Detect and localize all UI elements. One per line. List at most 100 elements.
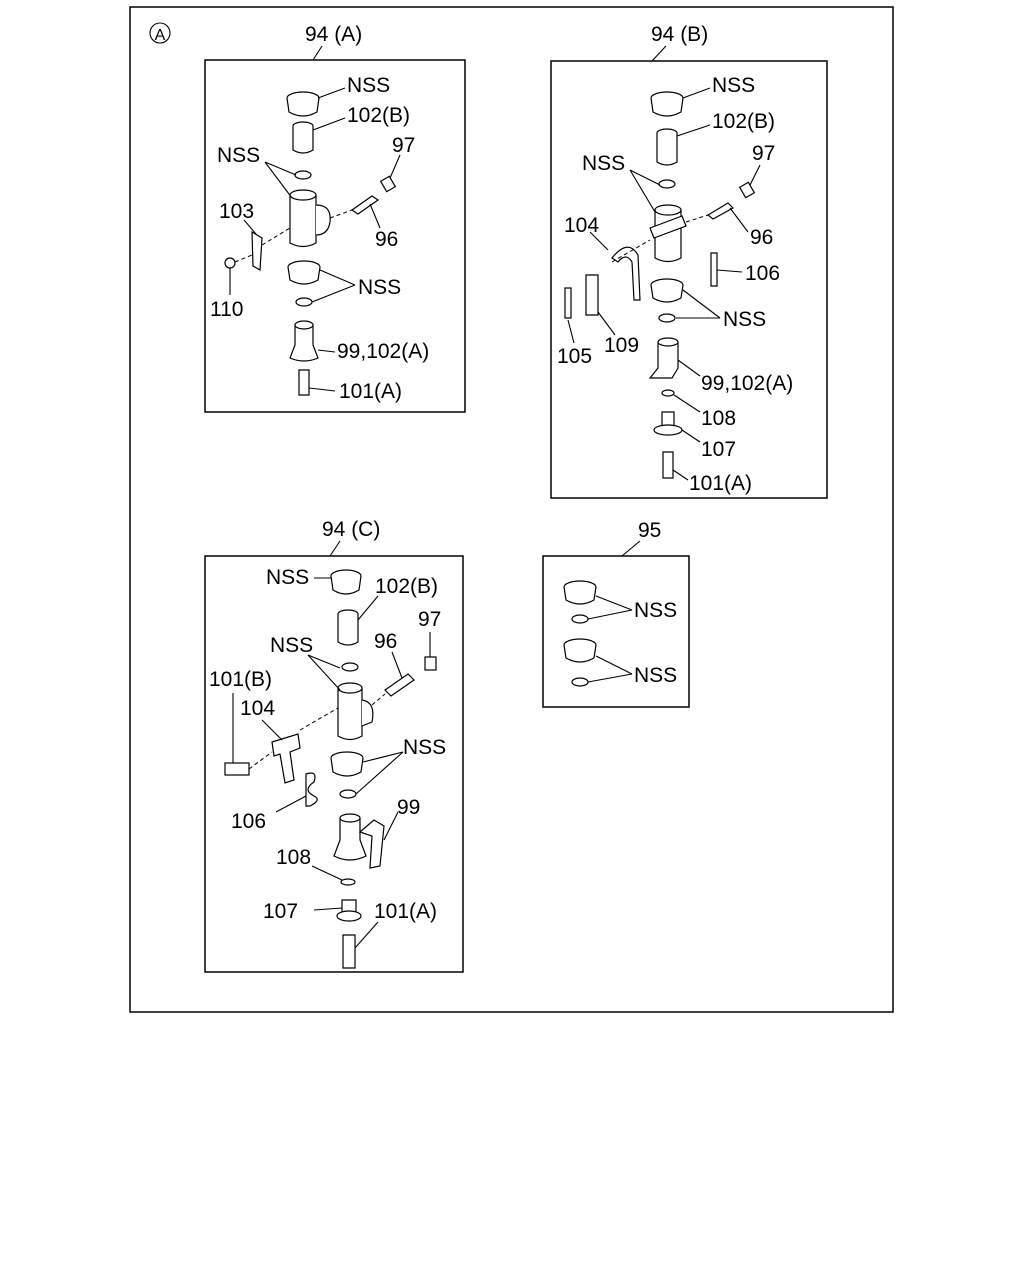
leader — [629, 169, 656, 213]
screw-head — [224, 257, 236, 269]
nss-seal-cap-body — [650, 97, 684, 117]
stud — [298, 369, 310, 396]
washer — [571, 614, 589, 624]
label-nss: NSS — [217, 144, 260, 167]
leader — [595, 595, 633, 611]
label-106: 106 — [231, 810, 266, 833]
label-106: 106 — [745, 262, 780, 285]
valve-guide-body — [337, 614, 359, 646]
valve-stem-top — [294, 320, 314, 330]
lower-washer — [295, 297, 313, 307]
label-104: 104 — [240, 697, 275, 720]
label-110: 110 — [210, 298, 243, 321]
valve-guide-body — [292, 126, 314, 154]
leader — [243, 219, 257, 235]
panel-94b-title-leader — [651, 45, 667, 62]
valve-stem-top — [339, 813, 361, 823]
leader — [261, 719, 283, 741]
panel-94c-title-leader — [329, 540, 341, 557]
view-marker-circle — [149, 22, 171, 44]
leader — [307, 654, 341, 691]
stem-arm — [358, 819, 385, 869]
panel-94b-title: 94 (B) — [651, 23, 708, 46]
leader — [317, 87, 346, 99]
leader — [567, 319, 575, 344]
panel-94c: 94 (C) — [204, 518, 464, 973]
leader — [587, 673, 633, 683]
label-104: 104 — [564, 214, 599, 237]
axis-dash — [371, 693, 386, 706]
leader — [676, 124, 711, 137]
label-102b: 102(B) — [347, 104, 410, 127]
label-97: 97 — [392, 134, 415, 157]
washer — [341, 662, 359, 672]
small-washer — [340, 878, 356, 886]
stud — [342, 934, 356, 969]
leader — [354, 921, 379, 949]
lower-seal-body — [650, 284, 684, 303]
panel-94c-box — [204, 555, 464, 973]
label-nss: NSS — [347, 74, 390, 97]
label-nss: NSS — [712, 74, 755, 97]
washer — [571, 677, 589, 687]
label-102b: 102(B) — [712, 110, 775, 133]
label-103: 103 — [219, 200, 254, 223]
label-nss: NSS — [634, 664, 677, 687]
label-102b: 102(B) — [375, 575, 438, 598]
leader — [682, 289, 721, 319]
panel-94a-box — [204, 59, 466, 413]
label-108: 108 — [701, 407, 736, 430]
spring-seat-flange — [336, 910, 362, 922]
valve-body — [289, 195, 317, 248]
nipple — [384, 673, 415, 697]
label-107: 107 — [701, 438, 736, 461]
leader — [383, 811, 399, 841]
leader — [264, 161, 297, 176]
leader — [311, 284, 356, 303]
cap — [379, 175, 397, 193]
label-101a: 101(A) — [339, 380, 402, 403]
nss-seal-cap-body — [330, 575, 362, 595]
leader — [307, 654, 341, 669]
valve-stem — [648, 342, 679, 379]
valve-stem — [289, 325, 319, 362]
axis-dash — [261, 227, 291, 246]
leader — [355, 751, 404, 795]
lever — [611, 246, 641, 301]
label-97: 97 — [418, 608, 441, 631]
valve-body-port — [315, 204, 331, 236]
label-nss: NSS — [270, 634, 313, 657]
leader — [311, 865, 343, 881]
leader — [673, 394, 701, 413]
valve-body-port — [361, 699, 374, 727]
leader — [313, 907, 343, 911]
leader — [682, 87, 711, 99]
spring-seat-flange — [653, 424, 683, 436]
cap — [738, 181, 756, 199]
label-99-102a: 99,102(A) — [337, 340, 429, 363]
panel-94a-title-leader — [312, 45, 323, 61]
label-96: 96 — [374, 630, 397, 653]
leader — [389, 154, 401, 179]
label-nss: NSS — [723, 308, 766, 331]
leader — [369, 203, 381, 229]
leader — [672, 469, 689, 481]
leader — [589, 231, 609, 251]
label-105: 105 — [557, 345, 592, 368]
valve-body-arm — [649, 215, 687, 239]
label-99-102a: 99,102(A) — [701, 372, 793, 395]
view-marker-label: A — [155, 27, 166, 44]
valve-body-top — [289, 189, 317, 201]
lower-seal-body — [330, 757, 364, 777]
valve-stem-top — [657, 337, 679, 347]
leader — [595, 655, 633, 675]
outer-frame — [129, 6, 894, 1013]
leader — [677, 359, 701, 377]
leader — [317, 349, 336, 353]
valve-stem — [333, 818, 367, 861]
label-99: 99 — [397, 796, 420, 819]
panel-95: 95 NSS NSS — [542, 519, 690, 708]
nss-seal-cap-body — [563, 586, 597, 605]
valve-body — [337, 688, 363, 741]
leader — [312, 117, 346, 131]
